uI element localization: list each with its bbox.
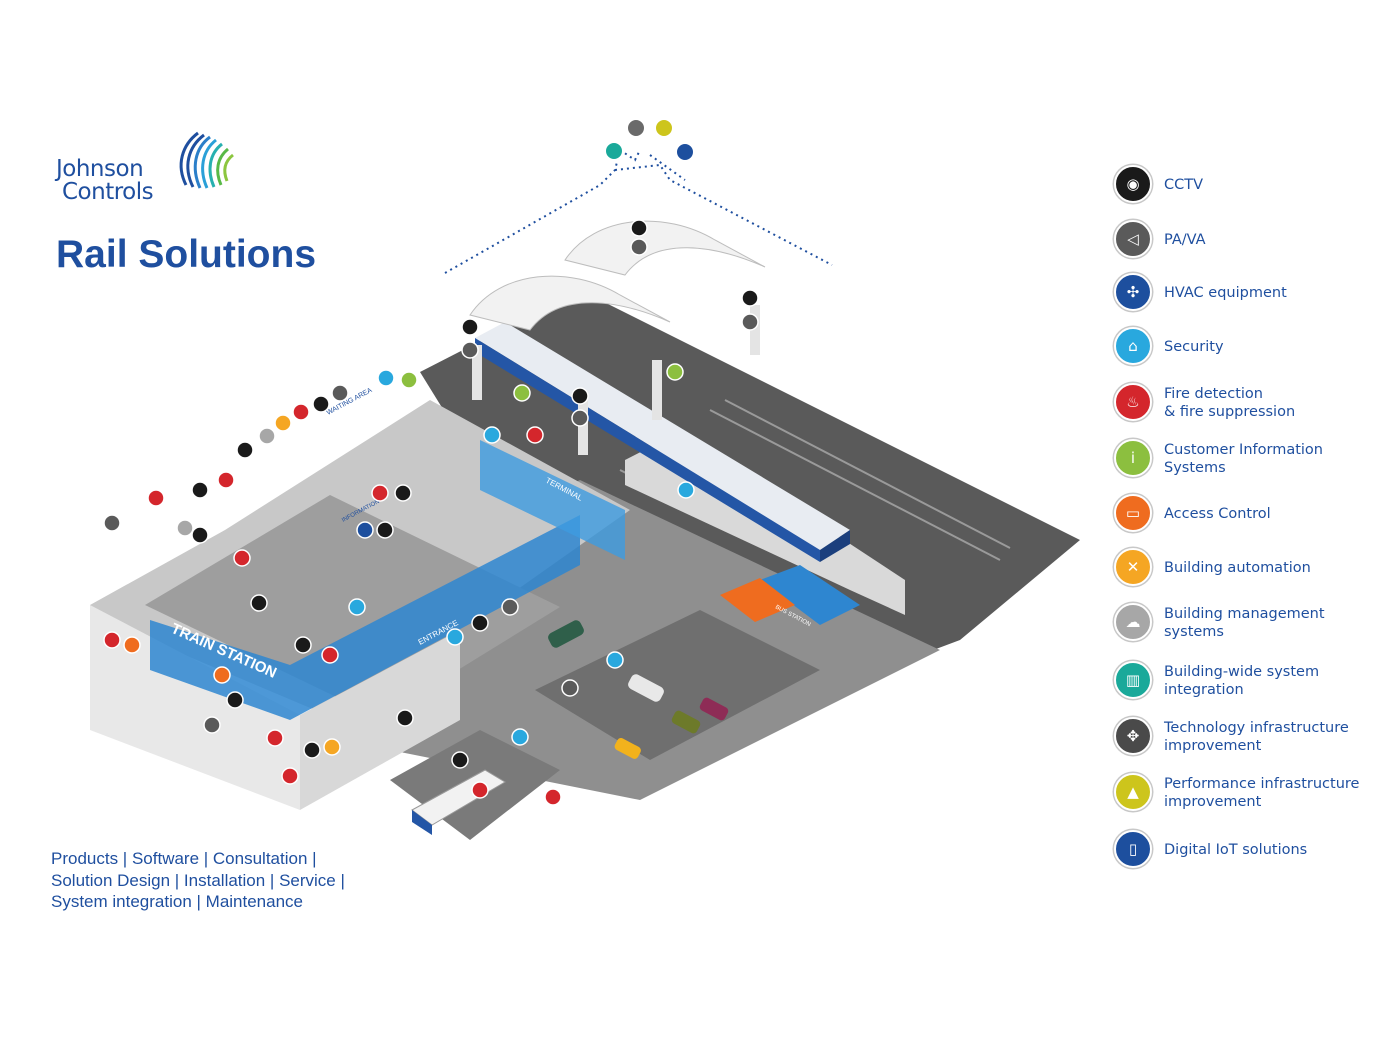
chart-icon: ▲ [1114,773,1152,811]
legend-label: HVAC equipment [1164,285,1287,301]
johnson-controls-logo: Johnson Controls [56,130,256,220]
brand-line-2: Controls [62,179,154,205]
legend-label: Performance infrastructure improvement [1164,776,1360,810]
flame-icon: ♨ [1114,383,1152,421]
metro-train [475,322,850,562]
legend-item-tech: ✥ Technology infrastructure improvement [1114,717,1374,757]
bus-station [720,565,860,625]
chart-icon [654,118,674,138]
legend-label: Security [1164,339,1224,355]
legend-item-security: ⌂ Security [1114,327,1374,367]
services-list: Products | Software | Consultation | Sol… [51,848,345,913]
legend-label: Customer Information Systems [1164,442,1323,476]
legend-label: Fire detection & fire suppression [1164,386,1296,420]
parking-lot [535,610,820,760]
phone-icon [675,142,695,162]
legend-item-fire: ♨ Fire detection & fire suppression [1114,383,1374,423]
network-icon: ✥ [1114,717,1152,755]
rail-station-illustration: TRAIN STATION ENTRANCE TERMINAL WAITING … [90,118,1080,840]
lock-icon: ⌂ [1114,327,1152,365]
cars [548,620,729,759]
legend-item-iot: ▯ Digital IoT solutions [1114,830,1374,870]
services-line: Products | Software | Consultation | [51,849,317,868]
legend-item-hvac: ✣ HVAC equipment [1114,273,1374,313]
legend-label: Building automation [1164,560,1311,576]
legend-label: PA/VA [1164,232,1206,248]
legend-item-perf: ▲ Performance infrastructure improvement [1114,773,1374,813]
brand-name: Johnson Controls [56,156,154,205]
services-line: System integration | Maintenance [51,892,303,911]
legend-item-cis: i Customer Information Systems [1114,439,1374,479]
network-icon [626,118,646,138]
phone-icon: ▯ [1114,830,1152,868]
legend-item-automation: ✕ Building automation [1114,548,1374,588]
legend-item-integration: ▥ Building-wide system integration [1114,661,1374,701]
legend-item-bms: ☁ Building management systems [1114,603,1374,643]
info-icon: i [1114,439,1152,477]
legend-item-access: ▭ Access Control [1114,494,1374,534]
legend-item-cctv: ◉ CCTV [1114,165,1374,205]
page-title: Rail Solutions [56,233,317,276]
brand-line-1: Johnson [56,156,144,182]
legend-label: Access Control [1164,506,1271,522]
speaker-icon: ◁ [1114,220,1152,258]
fan-icon: ✣ [1114,273,1152,311]
card-icon: ▭ [1114,494,1152,532]
logo-mark-icon [179,131,234,189]
integration-icon [604,141,624,161]
legend-label: Technology infrastructure improvement [1164,720,1349,754]
legend-label: CCTV [1164,177,1204,193]
cloud-icon: ☁ [1114,603,1152,641]
tools-icon: ✕ [1114,548,1152,586]
legend-label: Digital IoT solutions [1164,842,1308,858]
camera-icon: ◉ [1114,165,1152,203]
buildings-icon: ▥ [1114,661,1152,699]
network-lines [444,149,833,274]
legend-label: Building-wide system integration [1164,664,1320,698]
legend-item-pava: ◁ PA/VA [1114,220,1374,260]
network-icons [604,118,695,162]
system-markers [103,219,759,806]
legend-label: Building management systems [1164,606,1325,640]
services-line: Solution Design | Installation | Service… [51,870,345,890]
